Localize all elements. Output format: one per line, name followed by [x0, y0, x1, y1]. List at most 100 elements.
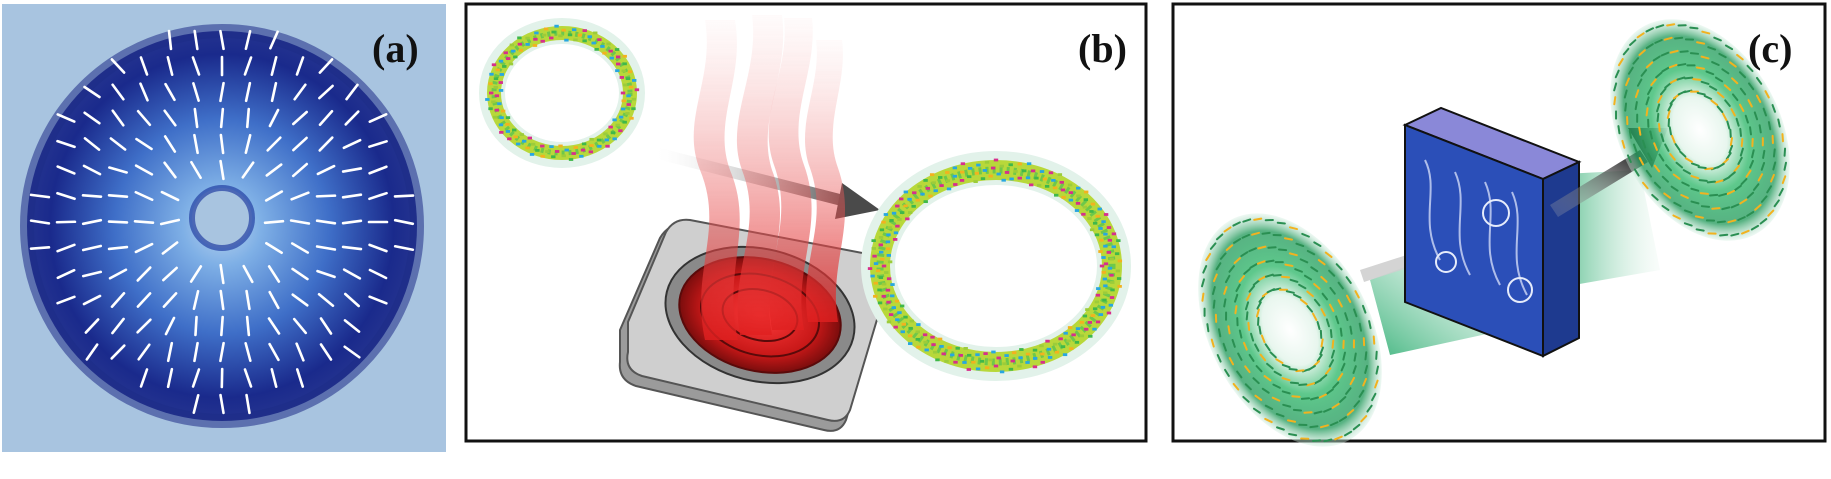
orientation-line — [368, 165, 388, 175]
ring-particle — [554, 24, 559, 28]
ring-particle — [887, 226, 892, 230]
orientation-line — [393, 244, 415, 252]
orientation-line — [270, 367, 278, 389]
polarization-dash — [1760, 195, 1768, 203]
ring-particle — [1008, 163, 1013, 167]
polarization-dash — [1708, 85, 1718, 91]
polarization-dash — [1371, 392, 1377, 402]
ring-particle — [519, 133, 524, 136]
ring-particle — [923, 200, 928, 204]
orientation-line — [290, 191, 310, 201]
polarization-dash — [1760, 161, 1766, 171]
polarization-dash — [1641, 181, 1649, 190]
polarization-dash — [1657, 94, 1663, 104]
orientation-line — [341, 245, 363, 251]
ring-particle — [895, 204, 900, 208]
ring-particle — [1109, 296, 1115, 299]
ring-particle — [967, 166, 973, 170]
orientation-line — [166, 341, 174, 363]
ring-particle — [561, 154, 566, 158]
ring-particle — [1089, 210, 1094, 213]
polarization-dash — [1623, 89, 1628, 99]
orientation-line — [343, 319, 361, 333]
polarization-dash — [1248, 285, 1256, 293]
ring-particle — [602, 51, 607, 55]
ring-particle — [923, 179, 928, 182]
orientation-line — [134, 242, 154, 254]
ring-particle — [886, 277, 892, 281]
optical-element-flow-2 — [1454, 171, 1471, 276]
polarization-dash — [1275, 358, 1284, 365]
orientation-line — [393, 194, 415, 198]
polarization-dash — [1254, 394, 1263, 401]
ring-particle — [1048, 171, 1054, 175]
ring-particle — [1106, 251, 1112, 254]
polarization-dash — [1353, 400, 1361, 408]
ring-particle — [1010, 359, 1015, 363]
ring-particle — [1103, 262, 1109, 266]
polarization-dash — [1320, 275, 1328, 283]
polarization-dash — [1345, 276, 1352, 284]
ring-particle — [1094, 233, 1100, 237]
polarization-dash — [1660, 133, 1665, 143]
ring-particle — [1100, 305, 1106, 309]
polarization-dash — [1328, 303, 1335, 313]
polarization-dash — [1704, 167, 1714, 171]
orientation-line — [109, 137, 127, 151]
orientation-line — [269, 30, 279, 50]
polarization-dash — [1653, 142, 1658, 151]
polarization-dash — [1275, 412, 1285, 418]
ring-particle — [1103, 213, 1109, 216]
heat-plume-2 — [736, 15, 784, 335]
polarization-dash — [1749, 126, 1752, 136]
polarization-dash — [1729, 137, 1733, 147]
ring-particle — [1025, 352, 1031, 356]
orientation-line — [163, 109, 177, 127]
polarization-dash — [1767, 121, 1772, 131]
ring-particle — [895, 224, 900, 228]
polarization-dash — [1323, 407, 1332, 413]
polarization-dash — [1653, 181, 1662, 189]
ring-particle — [983, 352, 988, 355]
ring-particle — [962, 361, 967, 364]
orientation-lines — [29, 29, 415, 415]
polarization-dash — [1212, 273, 1218, 283]
ring-particle — [944, 359, 949, 363]
polarization-dash — [1695, 228, 1705, 232]
polarization-dash — [1766, 185, 1773, 194]
polarization-dash — [1658, 153, 1665, 162]
orientation-line — [83, 137, 101, 151]
ring-particle — [880, 257, 885, 261]
polarization-dash — [1759, 218, 1768, 225]
ring-particle — [1103, 284, 1108, 288]
orientation-line — [139, 82, 149, 102]
polarization-dash — [1627, 66, 1634, 75]
polarization-dash — [1261, 231, 1271, 235]
orientation-line — [291, 293, 309, 307]
orientation-core-edge — [189, 185, 255, 251]
ring-particle — [551, 155, 556, 159]
optical-element-front — [1404, 123, 1544, 358]
orientation-core — [192, 188, 252, 248]
orientation-line — [316, 164, 336, 176]
ring-particle — [620, 91, 626, 95]
polarization-dash — [1257, 245, 1267, 250]
ring-particle — [911, 204, 916, 208]
ring-particle — [1102, 277, 1108, 281]
polarization-dash — [1746, 64, 1754, 73]
ring-particle — [1040, 360, 1045, 364]
polarization-dash — [1740, 137, 1744, 148]
ring-particle — [505, 57, 511, 60]
ring-particle — [891, 306, 897, 310]
polarization-dash — [1664, 82, 1672, 89]
ring-particle — [1068, 198, 1074, 202]
ring-particle — [920, 192, 925, 196]
orientation-line — [266, 136, 282, 152]
ring-particle — [1082, 205, 1088, 209]
orientation-line — [319, 317, 333, 335]
ring-particle — [626, 103, 631, 106]
ring-particle — [1019, 348, 1024, 351]
ring-particle — [873, 262, 879, 265]
ring-particle — [1101, 256, 1106, 259]
orientation-line — [134, 164, 154, 176]
